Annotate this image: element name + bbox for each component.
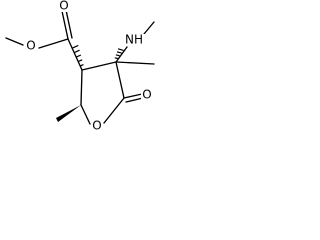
ring-oxygen-label: O bbox=[92, 119, 101, 133]
lactone-carbonyl-oxygen-label: O bbox=[142, 88, 151, 102]
bond-c5-c4 bbox=[80, 69, 83, 106]
bond-lactone-carbonyl-double-a bbox=[123, 93, 143, 99]
ester-ether-oxygen-bg bbox=[25, 40, 37, 52]
hashed-wedge-c3-amine bbox=[114, 48, 124, 60]
bond-c4-c3 bbox=[81, 61, 117, 71]
amine-nh-label: NH bbox=[125, 33, 143, 47]
bond-ester-carbonyl-double-a bbox=[61, 10, 69, 40]
bond-c3-methyl bbox=[115, 61, 155, 65]
bond-ether-o-methyl bbox=[5, 37, 24, 46]
hashed-wedge-c4-ester bbox=[72, 44, 84, 67]
bond-c2-ring-o bbox=[103, 97, 125, 124]
lactone-carbonyl-oxygen-bg bbox=[141, 89, 153, 101]
bond-lactone-carbonyl-double-b bbox=[125, 97, 144, 103]
bond-c3-c2 bbox=[115, 61, 125, 99]
bond-ring-o-c5 bbox=[80, 104, 91, 125]
bond-ester-carbonyl-double-b bbox=[65, 9, 73, 39]
ester-carbonyl-oxygen-bg bbox=[58, 0, 70, 12]
ring-oxygen-bg bbox=[91, 120, 103, 132]
wedge-bond-c5-methyl bbox=[56, 105, 81, 122]
ester-carbonyl-oxygen-label: O bbox=[59, 0, 68, 13]
amine-nh-bg bbox=[123, 34, 145, 46]
chemical-structure-diagram: O O NH O O bbox=[5, 0, 155, 133]
ester-ether-oxygen-label: O bbox=[26, 39, 35, 53]
bond-c3-amine bbox=[115, 46, 128, 63]
bond-c4-ester-carbon bbox=[67, 38, 83, 71]
bond-ester-carbon-ether-o bbox=[38, 38, 69, 49]
